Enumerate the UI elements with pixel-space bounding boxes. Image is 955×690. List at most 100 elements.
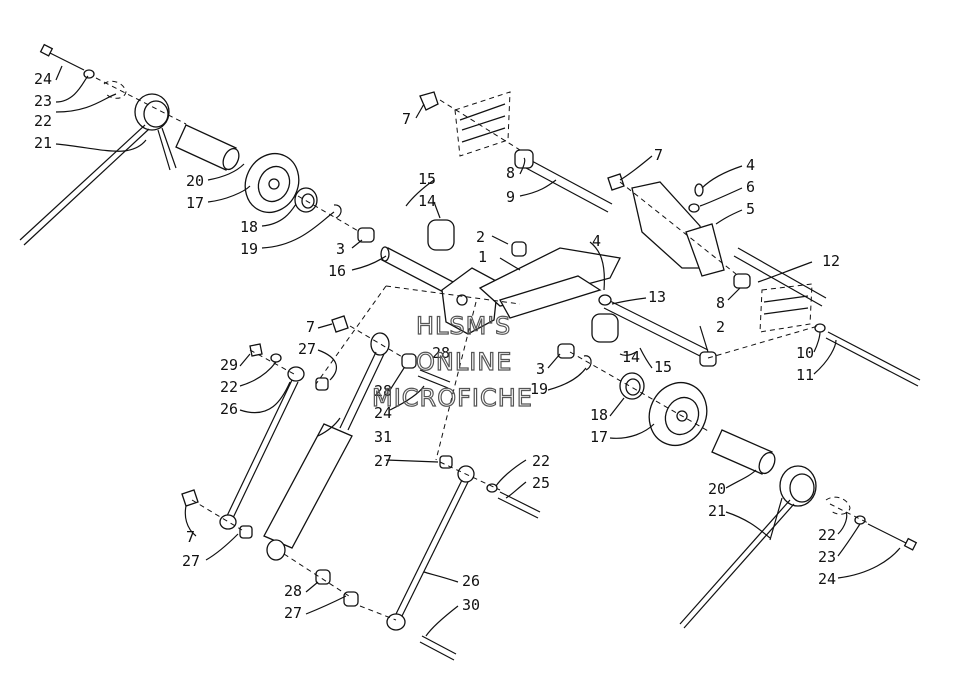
callout-28: 28 [284,582,302,600]
shaft-13 [603,299,709,359]
bearing-18-upper-left [294,187,318,213]
callout-2: 2 [716,318,725,336]
callout-17: 17 [590,428,608,446]
callout-13: 13 [648,288,666,306]
nut-7-lower-left [181,489,199,507]
link-arm-26-left [219,366,305,530]
callout-17: 17 [186,194,204,212]
callout-24: 24 [34,70,52,88]
callout-21: 21 [34,134,52,152]
callout-12: 12 [822,252,840,270]
callout-10: 10 [796,344,814,362]
callout-4: 4 [592,232,601,250]
torsion-spring-21-upper-left [19,93,177,246]
center-lines [95,77,871,621]
bolt-25 [497,491,541,519]
callout-22: 22 [532,452,550,470]
rail-bracket-1 [441,247,621,335]
callout-21: 21 [708,502,726,520]
bushing-28-upper [401,353,417,369]
bolt-11 [825,331,921,387]
washer-6 [688,203,700,213]
snap-ring-19-right [583,355,592,371]
callout-7: 7 [402,110,411,128]
callout-15: 15 [654,358,672,376]
callout-22: 22 [818,526,836,544]
callout-11: 11 [796,366,814,384]
hatched-decal-upper [454,91,511,157]
callout-2: 2 [476,228,485,246]
callout-19: 19 [530,380,548,398]
watermark-line-3: MICROFICHE [372,384,533,412]
leader-lines [55,65,901,637]
callout-23: 23 [818,548,836,566]
callout-7: 7 [186,528,195,546]
callout-14: 14 [418,192,436,210]
callout-3: 3 [536,360,545,378]
callout-24: 24 [374,404,392,422]
callout-27: 27 [182,552,200,570]
torsion-spring-21-right [679,465,817,629]
spacer-20-right [711,429,776,475]
wheel-17-upper-left [244,153,300,213]
callout-9: 9 [506,188,515,206]
callout-8: 8 [716,294,725,312]
bushing-2-upper [511,241,527,257]
callout-18: 18 [240,218,258,236]
roller-14-lower [591,313,619,343]
callout-1: 1 [478,248,487,266]
bushing-28-lower [315,569,331,585]
washer-22-left [270,353,282,363]
nut-7-upper [419,91,439,111]
callout-22: 22 [34,112,52,130]
snap-ring-19-upper-left [333,204,342,219]
callout-27: 27 [298,340,316,358]
callout-14: 14 [622,348,640,366]
washer-23-upper-left [83,69,95,79]
watermark-line-1: HLSM'S [416,312,511,340]
callout-28: 28 [432,344,450,362]
spacer-20-upper-left [175,124,240,171]
bushing-2-right [699,351,717,367]
bushing-27-upper [315,377,329,391]
washer-22-upper-left [103,80,127,99]
bushing-3-right [557,343,575,359]
washer-22-center [486,483,498,493]
callout-20: 20 [708,480,726,498]
bolt-30 [419,635,457,661]
bushing-8-right [733,273,751,289]
callout-26: 26 [462,572,480,590]
callout-16: 16 [328,262,346,280]
callout-30: 30 [462,596,480,614]
nut-7-right [607,173,625,191]
callout-5: 5 [746,200,755,218]
bushing-27-left [239,525,253,539]
shock-absorber-31 [263,332,390,561]
callout-22: 22 [220,378,238,396]
callout-31: 31 [374,428,392,446]
bearing-18-right [619,372,645,400]
bolt-24-right [867,523,918,551]
cross-shaft-9 [525,159,613,213]
bushing-27-center [439,455,453,469]
callout-27: 27 [284,604,302,622]
nut-29 [249,343,263,357]
watermark: HLSM'S ONLINE MICROFICHE [371,311,533,412]
washer-22-right [825,496,851,515]
bolt-24-center [417,369,451,389]
callout-15: 15 [418,170,436,188]
wheel-17-right [648,382,708,446]
bushing-3-left [357,227,375,243]
nut-7-lower [331,315,349,333]
callout-27: 27 [374,452,392,470]
callout-7: 7 [654,146,663,164]
callout-25: 25 [532,474,550,492]
roller-14-upper [427,219,455,251]
bolt-4-lower [598,294,612,306]
callout-18: 18 [590,406,608,424]
callout-4: 4 [746,156,755,174]
callout-7: 7 [306,318,315,336]
callout-29: 29 [220,356,238,374]
